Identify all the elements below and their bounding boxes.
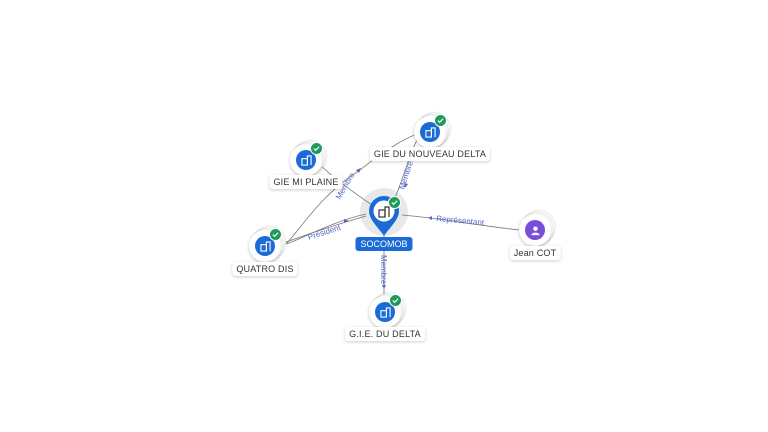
node-label-gie-du-nouveau-delta[interactable]: GIE DU NOUVEAU DELTA — [369, 147, 491, 161]
node-gie-mi-plaine[interactable] — [290, 141, 326, 180]
verified-check-icon — [269, 228, 282, 241]
node-quatro-dis[interactable] — [249, 227, 285, 266]
arrow-marker — [382, 285, 386, 289]
arrow-marker — [344, 219, 349, 223]
node-label-gie-mi-plaine[interactable]: GIE MI PLAINE — [269, 175, 343, 189]
verified-check-icon — [434, 114, 447, 127]
arrow-marker — [428, 216, 432, 220]
node-gie-du-nouveau-delta[interactable] — [414, 113, 450, 152]
node-label-quatro-dis[interactable]: QUATRO DIS — [232, 262, 298, 276]
building-icon — [375, 302, 395, 322]
building-icon — [378, 205, 390, 218]
edge-label-representant: Représentant — [436, 214, 485, 227]
edge-membre-gie-mi-plaine — [285, 213, 367, 245]
building-icon — [420, 122, 440, 142]
node-label-gie-du-delta[interactable]: G.I.E. DU DELTA — [345, 327, 425, 341]
node-jean-cot[interactable] — [519, 211, 555, 250]
edge-label-membre-3: Membre — [379, 255, 388, 285]
center-node-label[interactable]: SOCOMOB — [355, 237, 413, 251]
person-icon — [525, 220, 545, 240]
edge-label-membre-2: Membre — [397, 159, 415, 190]
verified-check-icon — [310, 142, 323, 155]
edge-president-quatro-dis — [285, 215, 367, 243]
arrow-marker — [356, 168, 361, 173]
building-icon — [255, 236, 275, 256]
verified-check-icon — [388, 196, 401, 209]
center-node-socomob[interactable] — [367, 194, 401, 238]
verified-check-icon — [389, 294, 402, 307]
node-label-jean-cot[interactable]: Jean COT — [509, 246, 561, 260]
edge-label-president: Président — [307, 223, 343, 242]
edge-representant-jean-cot — [401, 214, 521, 231]
node-gie-du-delta[interactable] — [369, 293, 405, 332]
arrow-marker — [404, 183, 408, 188]
building-icon — [296, 150, 316, 170]
